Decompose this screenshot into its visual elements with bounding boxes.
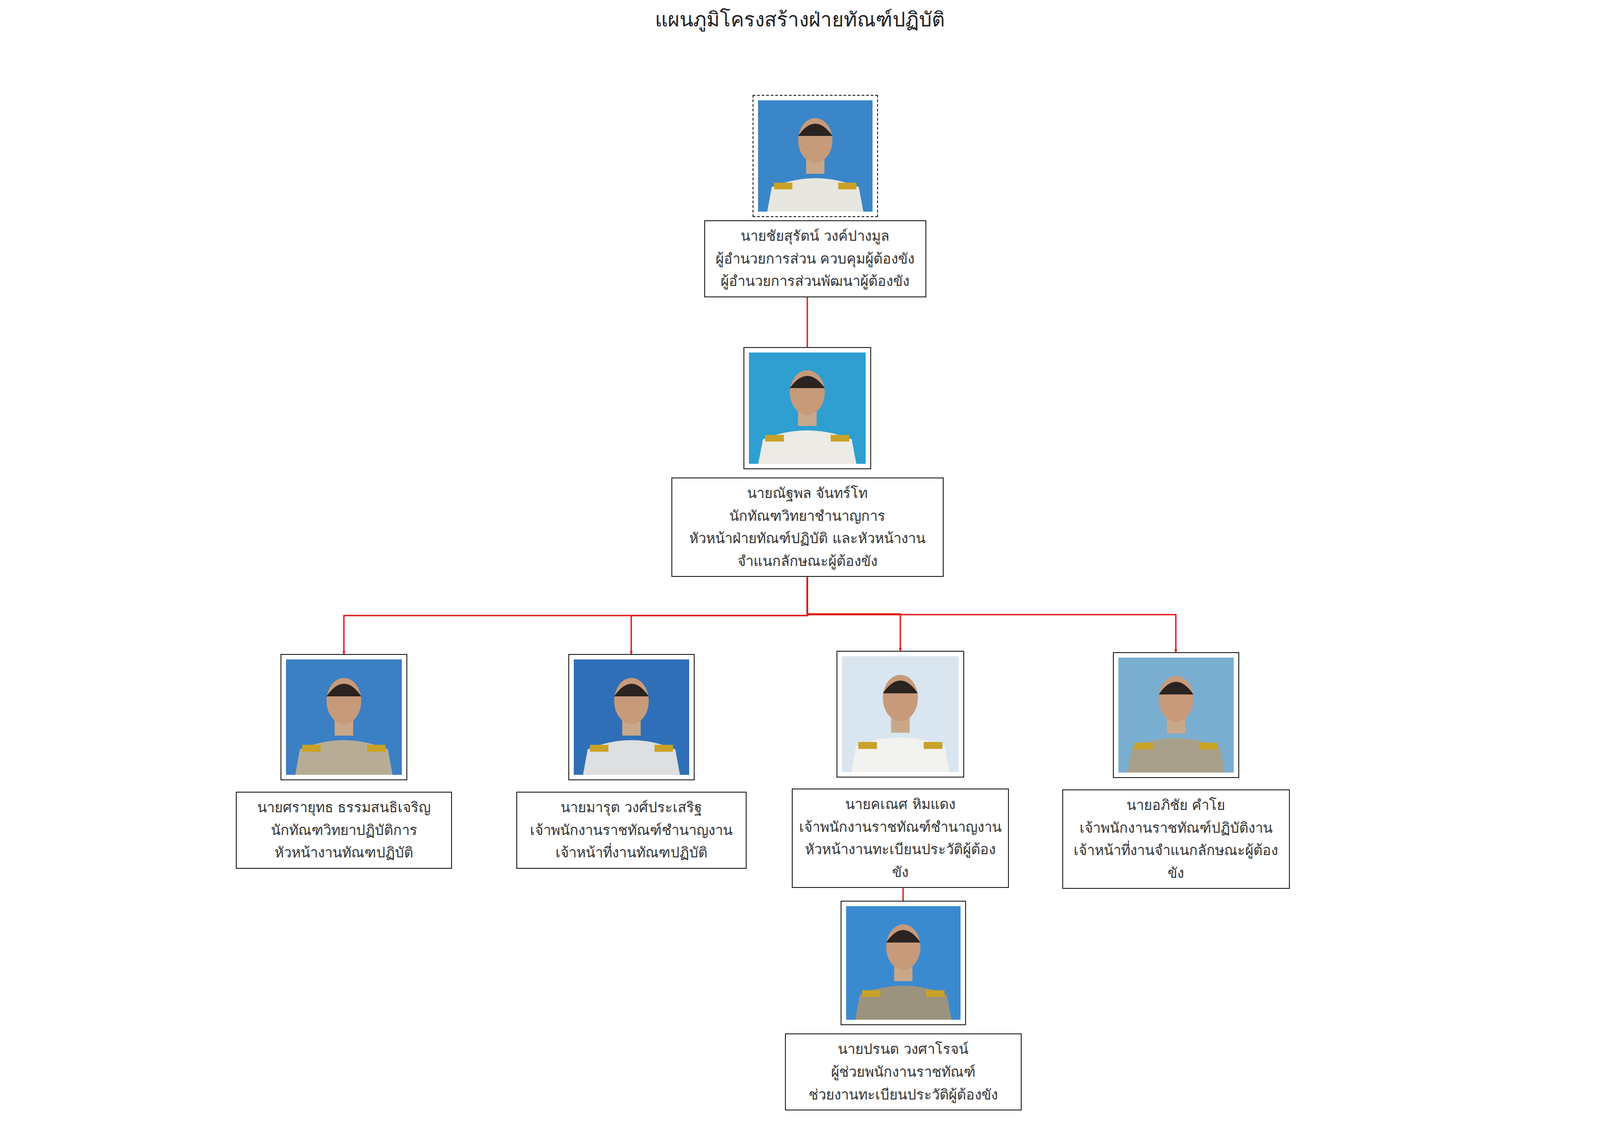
photo-frame bbox=[836, 650, 965, 778]
person-name: นายณัฐพล จันทร์โท bbox=[678, 482, 937, 505]
position-title: นักทัณฑวิทยาปฏิบัติการ bbox=[243, 819, 445, 842]
person-card: นายอภิชัย คำโยเจ้าพนักงานราชทัณฑ์ปฏิบัติ… bbox=[1062, 652, 1290, 889]
photo-frame bbox=[743, 347, 872, 470]
portrait-photo bbox=[748, 352, 866, 464]
person-card: นายมารุต วงศ์ประเสริฐเจ้าพนักงานราชทัณฑ์… bbox=[516, 654, 747, 869]
position-box: นายอภิชัย คำโยเจ้าพนักงานราชทัณฑ์ปฏิบัติ… bbox=[1062, 789, 1290, 889]
portrait-photo bbox=[1118, 657, 1234, 773]
photo-frame bbox=[568, 654, 695, 781]
position-box: นายปรนต วงศาโรจน์ผู้ช่วยพนักงานราชทัณฑ์ช… bbox=[784, 1033, 1022, 1111]
person-card: นายชัยสุรัตน์ วงค์ปางมูลผู้อำนวยการส่วน … bbox=[704, 94, 927, 298]
position-title: เจ้าหน้าที่งานจำแนกลักษณะผู้ต้องขัง bbox=[1069, 839, 1283, 885]
position-title: ผู้ช่วยพนักงานราชทัณฑ์ bbox=[792, 1060, 1015, 1084]
position-title: หัวหน้างานทะเบียนประวัติผู้ต้องขัง bbox=[799, 838, 1002, 884]
portrait-photo bbox=[841, 656, 959, 773]
person-name: นายอภิชัย คำโย bbox=[1069, 794, 1283, 817]
person-name: นายชัยสุรัตน์ วงค์ปางมูล bbox=[711, 224, 920, 248]
position-box: นายคเณศ หิมแดงเจ้าพนักงานราชทัณฑ์ชำนาญงา… bbox=[791, 788, 1009, 889]
position-title: ผู้อำนวยการส่วนพัฒนาผู้ต้องขัง bbox=[711, 270, 920, 293]
connector bbox=[807, 576, 901, 651]
position-box: นายชัยสุรัตน์ วงค์ปางมูลผู้อำนวยการส่วน … bbox=[704, 220, 927, 298]
connector bbox=[902, 888, 904, 901]
position-box: นายมารุต วงศ์ประเสริฐเจ้าพนักงานราชทัณฑ์… bbox=[516, 791, 747, 869]
position-title: เจ้าหน้าที่งานทัณฑปฏิบัติ bbox=[523, 841, 740, 865]
portrait-photo bbox=[758, 100, 873, 212]
person-card: นายณัฐพล จันทร์โทนักทัณฑวิทยาชำนาญการหัว… bbox=[671, 347, 944, 577]
photo-frame bbox=[280, 654, 408, 781]
position-title: ช่วยงานทะเบียนประวัติผู้ต้องขัง bbox=[792, 1083, 1015, 1107]
position-title: ผู้อำนวยการส่วน ควบคุมผู้ต้องขัง bbox=[711, 247, 920, 271]
person-name: นายปรนต วงศาโรจน์ bbox=[792, 1038, 1015, 1061]
position-title: เจ้าพนักงานราชทัณฑ์ชำนาญงาน bbox=[523, 819, 740, 842]
portrait-photo bbox=[573, 659, 690, 775]
position-title: เจ้าพนักงานราชทัณฑ์ปฏิบัติงาน bbox=[1069, 816, 1283, 840]
portrait-photo bbox=[285, 659, 402, 775]
position-title: หัวหน้างานทัณฑปฏิบัติ bbox=[243, 841, 445, 865]
person-name: นายคเณศ หิมแดง bbox=[799, 793, 1002, 816]
position-title: หัวหน้าฝ่ายทัณฑ์ปฏิบัติ และหัวหน้างาน จำ… bbox=[678, 527, 937, 573]
photo-frame bbox=[840, 900, 967, 1026]
position-box: นายณัฐพล จันทร์โทนักทัณฑวิทยาชำนาญการหัว… bbox=[671, 477, 944, 577]
connector bbox=[631, 576, 808, 655]
connector bbox=[806, 297, 809, 348]
person-card: นายศรายุทธ ธรรมสนธิเจริญนักทัณฑวิทยาปฏิบ… bbox=[235, 654, 452, 869]
portrait-photo bbox=[846, 906, 961, 1020]
photo-frame bbox=[752, 94, 878, 218]
chart-title: แผนภูมิโครงสร้างฝ่ายทัณฑ์ปฏิบัติ bbox=[0, 6, 1600, 33]
person-name: นายมารุต วงศ์ประเสริฐ bbox=[523, 796, 740, 820]
position-title: นักทัณฑวิทยาชำนาญการ bbox=[678, 504, 937, 528]
connector bbox=[343, 576, 808, 655]
position-box: นายศรายุทธ ธรรมสนธิเจริญนักทัณฑวิทยาปฏิบ… bbox=[235, 791, 452, 869]
person-card: นายคเณศ หิมแดงเจ้าพนักงานราชทัณฑ์ชำนาญงา… bbox=[791, 650, 1009, 889]
person-card: นายปรนต วงศาโรจน์ผู้ช่วยพนักงานราชทัณฑ์ช… bbox=[784, 900, 1022, 1111]
connector bbox=[807, 576, 1176, 653]
photo-frame bbox=[1112, 652, 1240, 779]
person-name: นายศรายุทธ ธรรมสนธิเจริญ bbox=[243, 796, 445, 820]
position-title: เจ้าพนักงานราชทัณฑ์ชำนาญงาน bbox=[799, 815, 1002, 839]
